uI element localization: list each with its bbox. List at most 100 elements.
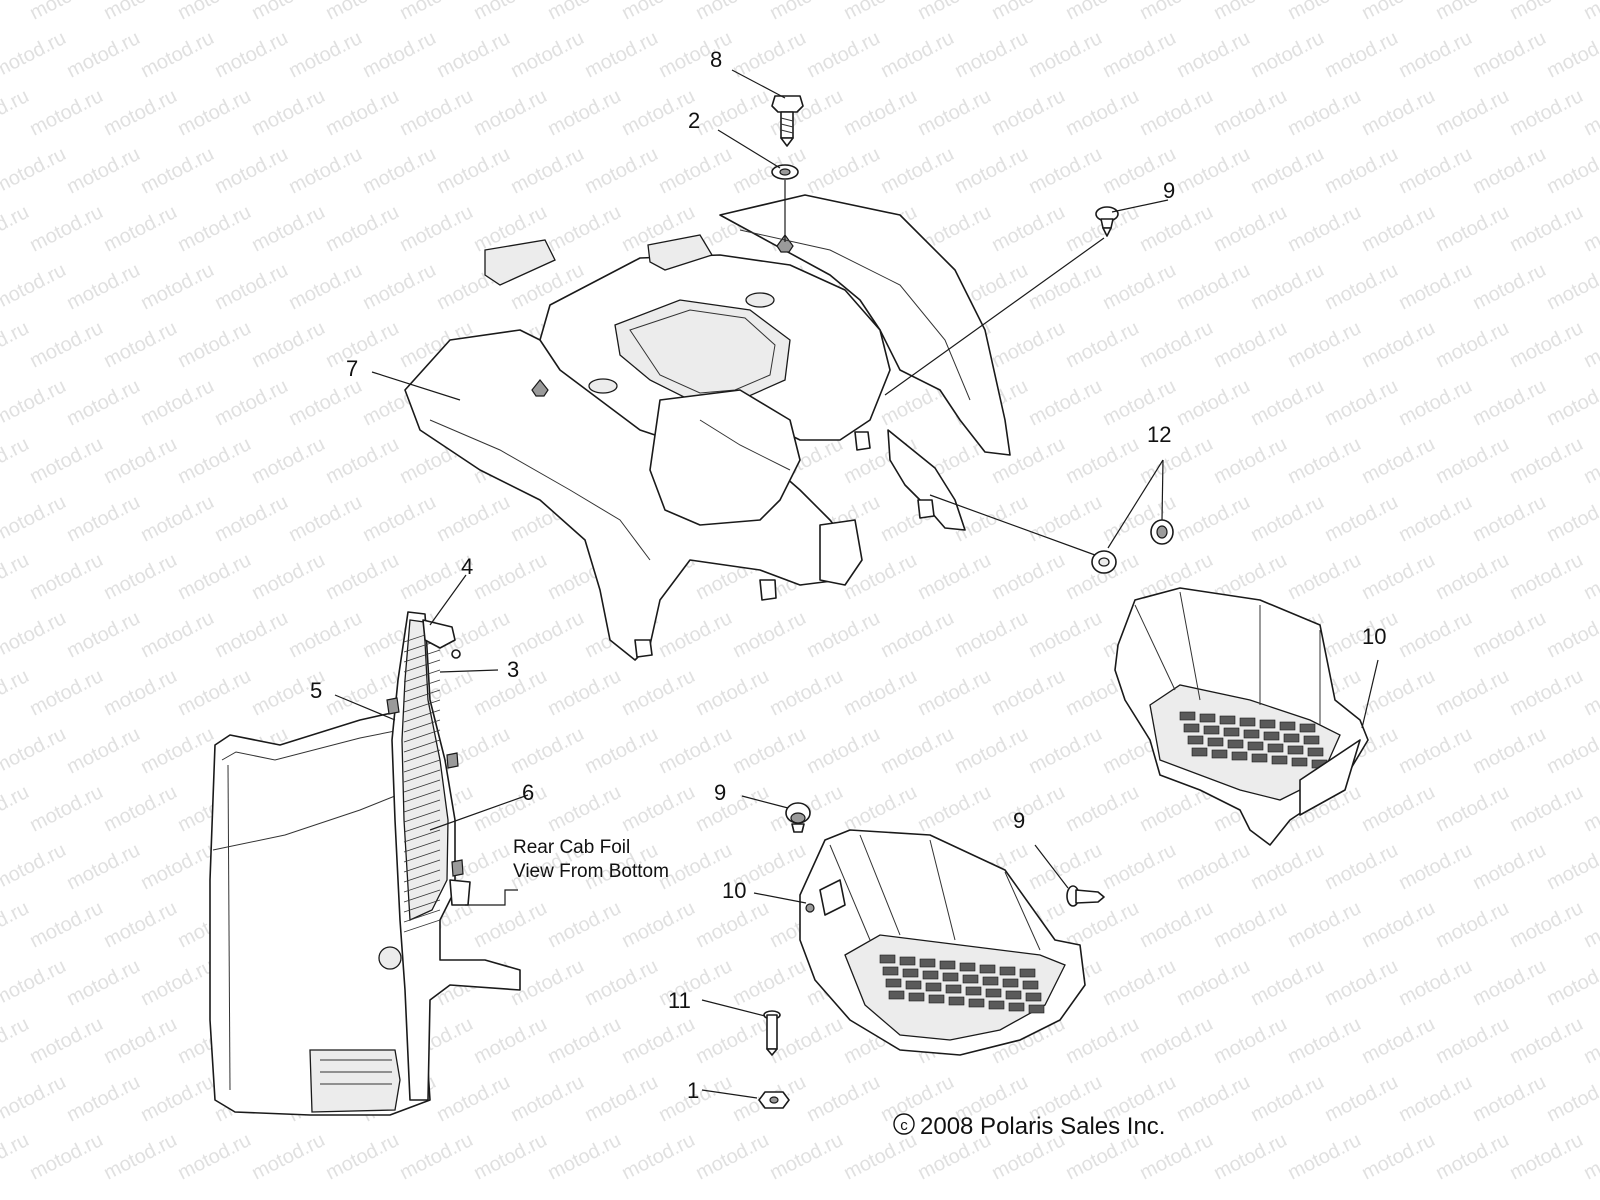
watermark-text: motod.ru (100, 1013, 180, 1068)
watermark-text: motod.ru (1210, 897, 1290, 952)
watermark-text: motod.ru (1321, 375, 1401, 430)
watermark-text: motod.ru (988, 549, 1068, 604)
watermark-text: motod.ru (1432, 1013, 1512, 1068)
watermark-text: motod.ru (100, 201, 180, 256)
grate-slot (899, 956, 916, 966)
watermark-text: motod.ru (1580, 549, 1600, 604)
rear-cab-foil-bottom-view (209, 611, 521, 1116)
callout-3: 3 (507, 657, 519, 682)
watermark-text: motod.ru (840, 781, 920, 836)
watermark-text: motod.ru (1469, 1071, 1549, 1126)
hatch-line (403, 879, 441, 893)
grate-slot (1191, 747, 1208, 757)
grommet-part-12 (1091, 519, 1174, 574)
watermark-text: motod.ru (100, 317, 180, 372)
watermark-text: motod.ru (1062, 1013, 1142, 1068)
push-rivet-part-9-mid (785, 802, 811, 833)
watermark-text: motod.ru (766, 1129, 846, 1184)
watermark-text: motod.ru (692, 1129, 772, 1184)
watermark-text: motod.ru (1025, 491, 1105, 546)
watermark-text: motod.ru (0, 491, 70, 546)
watermark-text: motod.ru (951, 143, 1031, 198)
watermark-text: motod.ru (137, 839, 217, 894)
grate-slot (1183, 723, 1200, 733)
watermark-text: motod.ru (840, 85, 920, 140)
watermark-text: motod.ru (1210, 201, 1290, 256)
grate-slot (1279, 721, 1296, 731)
watermark-text: motod.ru (914, 781, 994, 836)
watermark-text: motod.ru (100, 549, 180, 604)
watermark-text: motod.ru (1580, 1129, 1600, 1184)
watermark-text: motod.ru (359, 27, 439, 82)
watermark-text: motod.ru (618, 665, 698, 720)
callout-2: 2 (688, 108, 700, 133)
watermark-text: motod.ru (211, 143, 291, 198)
watermark-text: motod.ru (1506, 781, 1586, 836)
watermark-text: motod.ru (1580, 0, 1600, 24)
watermark-text: motod.ru (1062, 0, 1142, 24)
watermark-text: motod.ru (618, 0, 698, 24)
washer-part-2 (771, 164, 799, 180)
watermark-text: motod.ru (507, 607, 587, 662)
watermark-text: motod.ru (1395, 143, 1475, 198)
callout-6: 6 (522, 780, 534, 805)
watermark-text: motod.ru (1062, 781, 1142, 836)
watermark-text: motod.ru (433, 491, 513, 546)
watermark-text: motod.ru (1247, 27, 1327, 82)
watermark-text: motod.ru (0, 897, 33, 952)
watermark-text: motod.ru (877, 27, 957, 82)
watermark-text: motod.ru (1358, 1013, 1438, 1068)
watermark-text: motod.ru (63, 27, 143, 82)
watermark-text: motod.ru (1099, 839, 1179, 894)
watermark-text: motod.ru (322, 433, 402, 488)
watermark-text: motod.ru (618, 1129, 698, 1184)
watermark-text: motod.ru (1580, 201, 1600, 256)
watermark-text: motod.ru (1173, 955, 1253, 1010)
watermark-text: motod.ru (322, 0, 402, 24)
foil-hatch (403, 629, 441, 933)
watermark-text: motod.ru (1506, 897, 1586, 952)
watermark-text: motod.ru (988, 665, 1068, 720)
grate-slot (919, 958, 936, 968)
watermark-text: motod.ru (914, 665, 994, 720)
watermark-text: motod.ru (1284, 0, 1364, 24)
watermark-text: motod.ru (100, 665, 180, 720)
watermark-text: motod.ru (174, 1129, 254, 1184)
watermark-text: motod.ru (1543, 839, 1600, 894)
watermark-text: motod.ru (692, 897, 772, 952)
watermark-text: motod.ru (1284, 1129, 1364, 1184)
watermark-text: motod.ru (1506, 1013, 1586, 1068)
callout-12: 12 (1147, 422, 1171, 447)
watermark-text: motod.ru (1432, 1129, 1512, 1184)
watermark-text: motod.ru (1432, 201, 1512, 256)
grate-slot (925, 982, 942, 992)
grate-slot (965, 986, 982, 996)
watermark-text: motod.ru (507, 723, 587, 778)
watermark-text: motod.ru (988, 0, 1068, 24)
watermark-text: motod.ru (840, 0, 920, 24)
watermark-text: motod.ru (1247, 1071, 1327, 1126)
rear-cab-part-7 (404, 194, 1011, 661)
watermark-text: motod.ru (1321, 259, 1401, 314)
grate-slot (1187, 735, 1204, 745)
grate-slot (1008, 1002, 1025, 1012)
grate-slot (1283, 733, 1300, 743)
hatch-line (403, 799, 441, 813)
grate-slot (1227, 739, 1244, 749)
watermark-text: motod.ru (1543, 955, 1600, 1010)
grate-slot (1267, 743, 1284, 753)
grate-slot (1005, 990, 1022, 1000)
callout-8: 8 (710, 47, 722, 72)
hatch-line (403, 869, 441, 883)
copyright-symbol-circle (893, 1113, 915, 1135)
watermark-text: motod.ru (618, 897, 698, 952)
watermark-text: motod.ru (618, 1013, 698, 1068)
watermark-text: motod.ru (1358, 433, 1438, 488)
watermark-text: motod.ru (766, 665, 846, 720)
callout-7: 7 (346, 356, 358, 381)
watermark-text: motod.ru (0, 1129, 33, 1184)
grate-slot (1199, 713, 1216, 723)
watermark-text: motod.ru (1358, 201, 1438, 256)
hatch-line (403, 769, 441, 783)
